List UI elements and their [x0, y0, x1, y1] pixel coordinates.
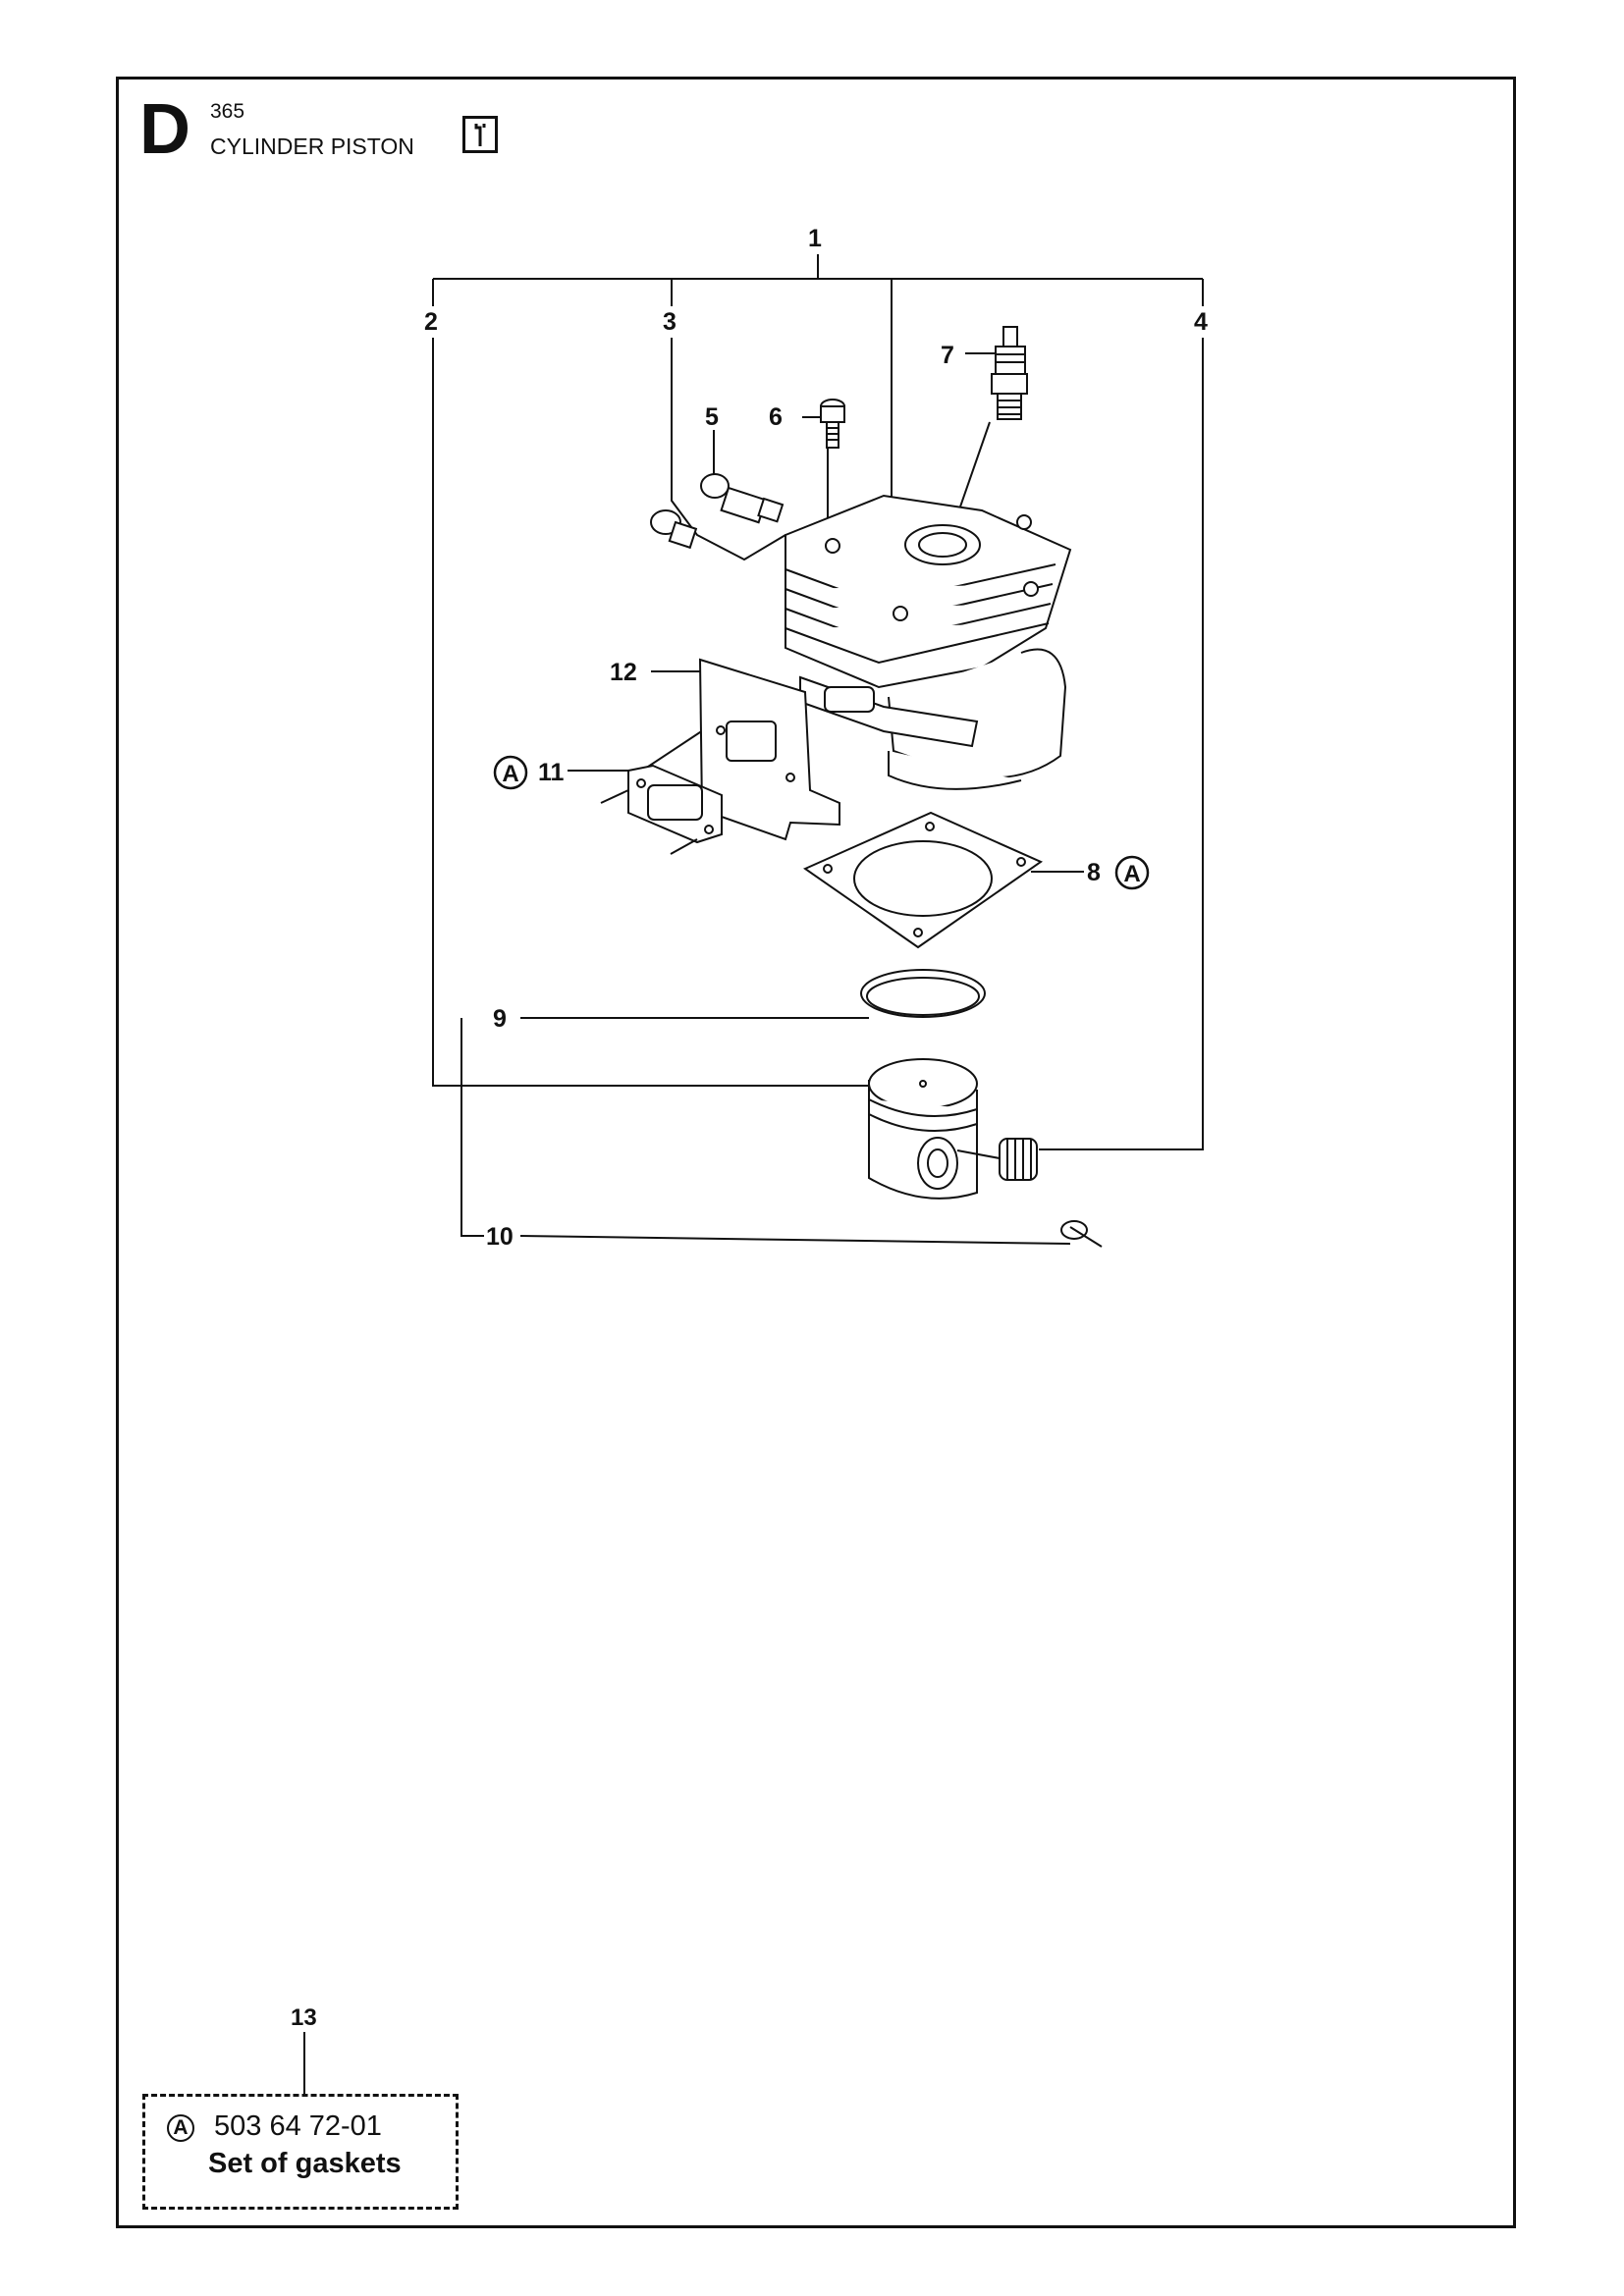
- callout-4: 4: [1194, 308, 1208, 336]
- callout-7: 7: [941, 342, 954, 369]
- page-title: CYLINDER PISTON: [210, 133, 414, 159]
- heat-shield: [698, 658, 840, 841]
- callout-1: 1: [808, 225, 822, 252]
- callout-11: 11: [538, 759, 565, 786]
- circlip: [1060, 1220, 1103, 1248]
- kit-marker-8-letter: A: [1123, 861, 1140, 887]
- needle-bearing: [956, 1138, 1038, 1181]
- cylinder-screw: [820, 399, 845, 449]
- gasket-kit-box: A 503 64 72-01 Set of gaskets: [142, 2094, 459, 2210]
- kit-marker-11: A: [493, 755, 528, 790]
- kit-marker: A: [167, 2114, 194, 2142]
- kit-callout-13: 13: [291, 2004, 317, 2031]
- page-frame: [116, 77, 1516, 2228]
- callout-10: 10: [486, 1223, 514, 1251]
- wrench-icon: [462, 116, 498, 153]
- callout-3: 3: [663, 308, 677, 336]
- callout-9: 9: [493, 1005, 507, 1033]
- callout-8: 8: [1087, 859, 1101, 886]
- callout-12: 12: [610, 659, 637, 686]
- callout-2: 2: [424, 308, 438, 336]
- cylinder-gasket: [802, 811, 1044, 949]
- kit-marker-8: A: [1114, 855, 1150, 890]
- cylinder: [785, 494, 1072, 790]
- kit-marker-11-letter: A: [502, 761, 518, 787]
- piston-ring: [860, 969, 986, 1018]
- section-letter: D: [139, 90, 190, 169]
- model-number: 365: [210, 100, 245, 123]
- kit-description: Set of gaskets: [208, 2148, 402, 2179]
- kit-part-number: 503 64 72-01: [214, 2110, 382, 2142]
- callout-6: 6: [769, 403, 783, 431]
- decompression-valve: [650, 473, 785, 550]
- piston: [868, 1058, 978, 1200]
- spark-plug: [991, 326, 1028, 420]
- exhaust-gasket: [600, 764, 723, 855]
- callout-5: 5: [705, 403, 719, 431]
